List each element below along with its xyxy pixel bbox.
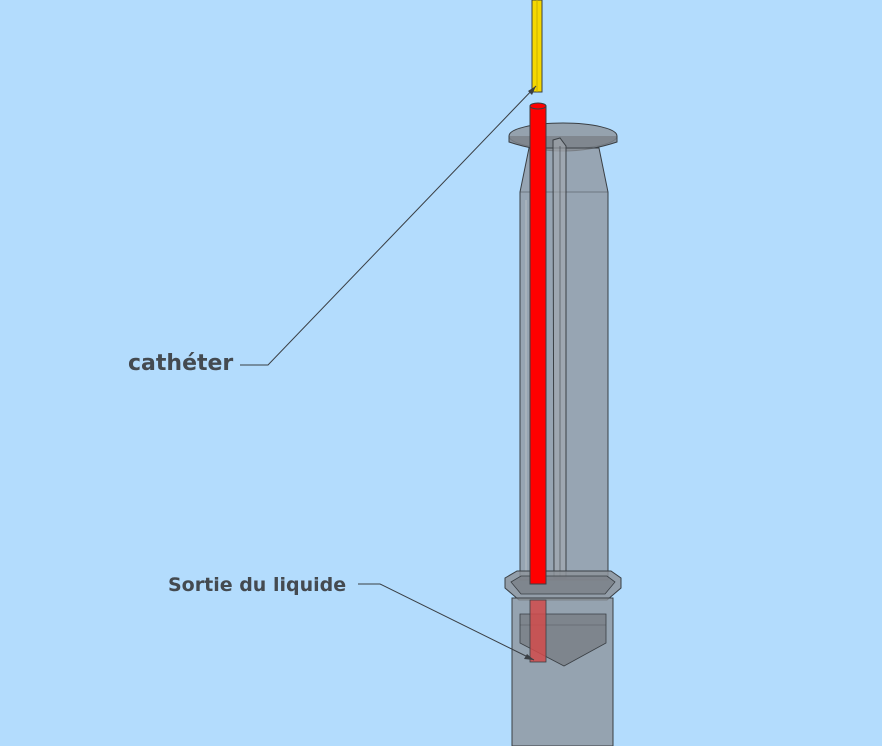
outlet-leader-arrow bbox=[524, 654, 534, 660]
liquid-outlet-label: Sortie du liquide bbox=[168, 574, 347, 596]
guide-wire bbox=[531, 0, 543, 93]
hex-collar bbox=[504, 570, 622, 601]
catheter-leader-line bbox=[240, 85, 537, 366]
lower-tube bbox=[511, 597, 614, 746]
catheter-leader-arrow bbox=[528, 86, 536, 95]
catheter bbox=[529, 102, 547, 663]
outlet-leader-line bbox=[358, 583, 535, 661]
catheter-label: cathéter bbox=[128, 351, 234, 376]
